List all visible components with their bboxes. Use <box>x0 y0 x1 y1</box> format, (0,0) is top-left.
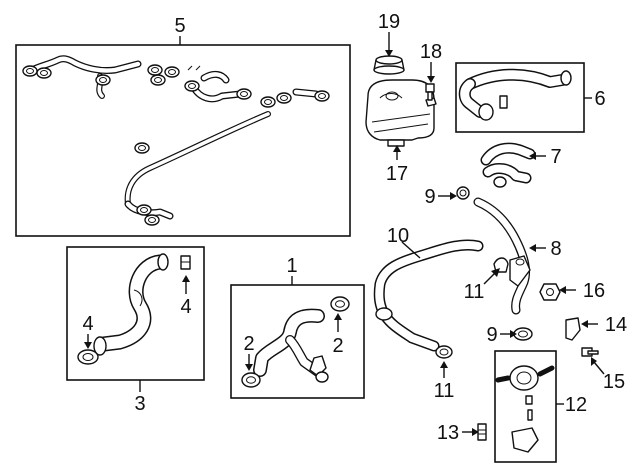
bolt <box>581 347 599 357</box>
hose-kit-group <box>22 55 330 226</box>
callout-6: 6 <box>594 88 605 110</box>
leader-lines <box>84 32 605 436</box>
frame-1 <box>230 284 365 399</box>
callout-7: 7 <box>550 146 561 168</box>
nut <box>539 283 561 301</box>
reservoir-cap <box>373 55 405 75</box>
hose-clamp-small <box>77 349 99 365</box>
reservoir-tank <box>365 79 437 147</box>
bracket <box>565 317 581 341</box>
callout-14: 14 <box>605 314 627 336</box>
callout-3: 3 <box>134 393 145 415</box>
callout-11a: 11 <box>464 281 485 303</box>
callout-10: 10 <box>387 225 409 247</box>
callout-5: 5 <box>174 15 185 37</box>
callout-2b: 2 <box>332 335 343 357</box>
callout-9a: 9 <box>424 186 435 208</box>
coolant-hose-assembly <box>241 296 350 388</box>
callout-11b: 11 <box>434 380 455 402</box>
callout-8: 8 <box>550 238 561 260</box>
callout-1: 1 <box>286 255 297 277</box>
clamp <box>456 186 470 200</box>
outlet-hose <box>473 197 531 315</box>
callout-15: 15 <box>603 371 625 393</box>
bleeder-screw <box>425 83 435 101</box>
frame-12 <box>494 350 557 463</box>
stud <box>477 423 487 441</box>
callout-2a: 2 <box>243 333 254 355</box>
upper-hose <box>458 68 572 121</box>
clamp-b <box>493 257 509 273</box>
heater-hose <box>373 239 484 352</box>
callout-19: 19 <box>378 11 400 33</box>
frame-3 <box>66 246 205 381</box>
clamp <box>513 327 533 341</box>
callout-16: 16 <box>583 280 605 302</box>
radiator-hose <box>77 253 191 365</box>
hose-clamp <box>330 296 350 312</box>
hose-clamp <box>241 372 261 388</box>
callout-12: 12 <box>565 394 587 416</box>
callout-4b: 4 <box>180 296 191 318</box>
callout-9b: 9 <box>486 324 497 346</box>
callout-18: 18 <box>420 41 442 63</box>
bypass-hose <box>480 142 536 188</box>
callout-13: 13 <box>437 422 459 444</box>
water-pump <box>495 365 555 453</box>
frame-5 <box>15 44 351 237</box>
callout-17: 17 <box>386 163 408 185</box>
clamp-b <box>435 345 453 359</box>
callout-4a: 4 <box>82 313 93 335</box>
